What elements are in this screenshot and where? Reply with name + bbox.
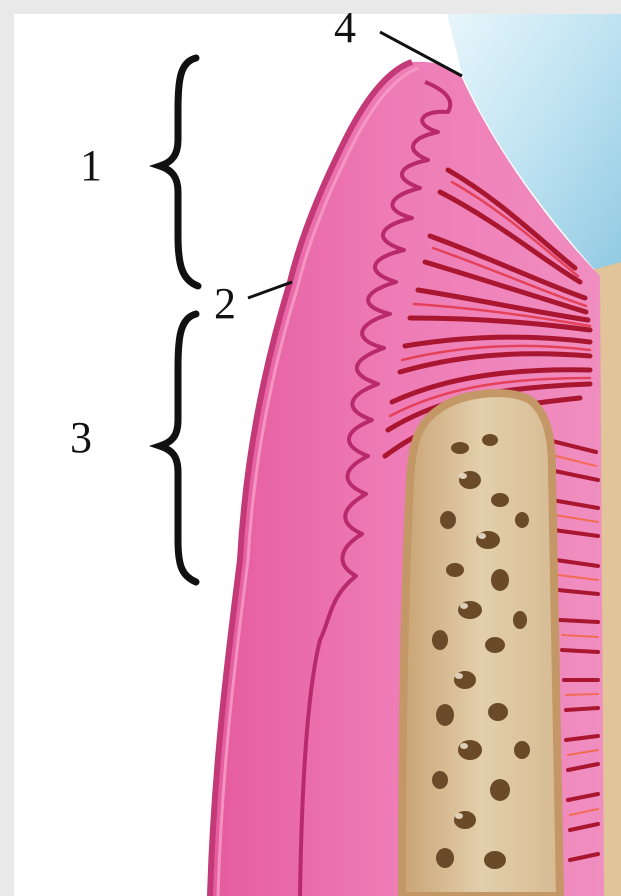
label-2: 2: [214, 282, 236, 326]
alveolar-bone: [402, 393, 560, 896]
label-1: 1: [80, 144, 102, 188]
label-4: 4: [334, 6, 356, 50]
label-3: 3: [70, 416, 92, 460]
